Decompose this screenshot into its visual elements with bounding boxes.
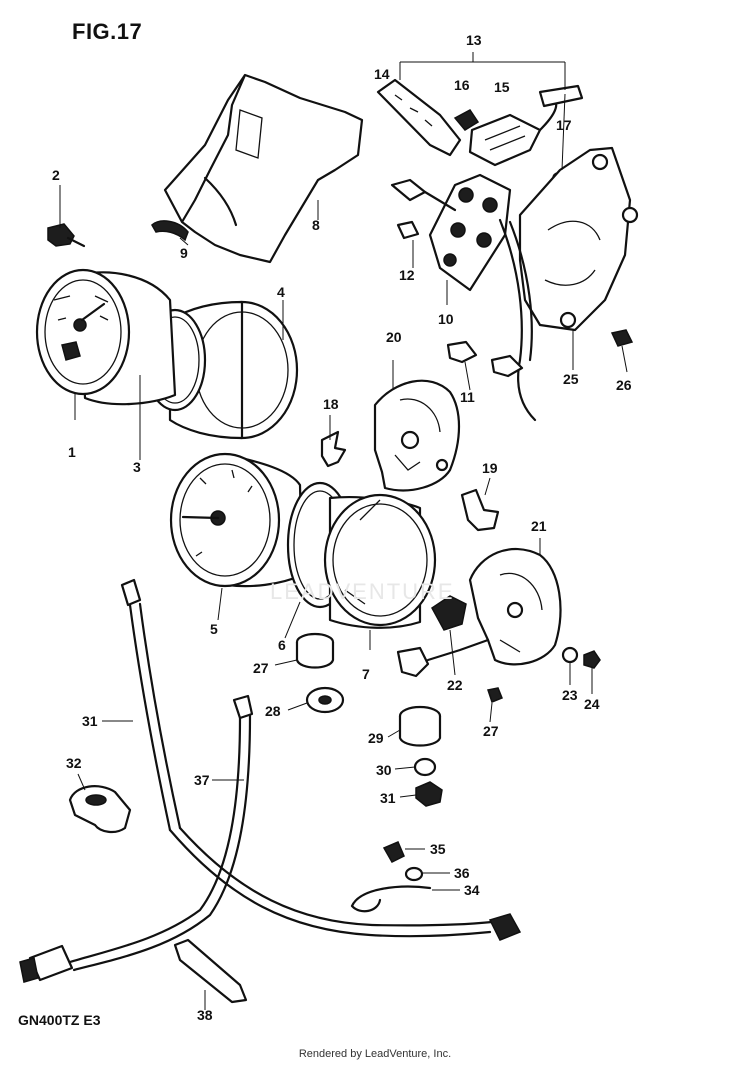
part-5-tachometer [169,452,304,588]
callout-1: 1 [68,444,76,460]
part-28-cushion [398,705,442,747]
callout-37: 37 [194,772,210,788]
callout-6: 6 [278,637,286,653]
callout-25: 25 [563,371,579,387]
callout-4: 4 [277,284,285,300]
part-12-bulb [390,178,457,240]
part-30-washer [413,757,437,777]
callout-26: 26 [616,377,632,393]
part-13-grommet [538,84,584,108]
part-15-indicator-lamp [468,93,558,167]
callout-38: 38 [197,1007,213,1023]
part-35-bolt [382,841,405,863]
part-14-bulb-holder [376,78,462,157]
callout-20: 20 [386,329,402,345]
callout-34: 34 [464,882,480,898]
callout-13: 13 [466,32,482,48]
part-19-clip [460,488,500,532]
callout-14: 14 [374,66,390,82]
callout-10: 10 [438,311,454,327]
part-27-bulb [487,687,503,703]
callout-23: 23 [562,687,578,703]
part-27-cushion [295,632,335,669]
part-25-bracket [518,146,639,332]
leader-lines [59,52,628,1010]
callout-30: 30 [376,762,392,778]
part-34-clamp [350,885,432,913]
figure-label: FIG.17 [72,19,143,44]
callout-22: 22 [447,677,463,693]
callout-2: 2 [52,167,60,183]
part-10-indicator-housing [428,173,512,292]
callout-27-upper: 27 [253,660,269,676]
callout-3: 3 [133,459,141,475]
callout-16: 16 [454,77,470,93]
part-7-outer-case [323,493,437,629]
part-23-washer [561,646,579,664]
part-38-bracket [173,938,248,1004]
callout-28: 29 [368,730,384,746]
callout-18: 18 [323,396,339,412]
callout-15: 15 [494,79,510,95]
part-9-clip [151,220,189,242]
callout-9: 9 [180,245,188,261]
part-8-meter-cover [163,73,364,264]
callout-35: 35 [430,841,446,857]
part-33-clamp [68,785,132,834]
callout-27-lower: 27 [483,723,499,739]
callout-36: 36 [454,865,470,881]
callout-29: 28 [265,703,281,719]
callout-7: 7 [362,666,370,682]
callout-32: 31 [82,713,98,729]
watermark: LEADVENTURE [270,579,455,604]
part-37-tacho-cable [19,694,254,983]
part-18-clip [320,430,347,468]
part-31-nut [415,781,443,807]
callout-5: 5 [210,621,218,637]
callout-19: 19 [482,460,498,476]
part-36-washer [404,866,424,882]
model-label: GN400TZ E3 [18,1012,101,1028]
part-20-back-plate [373,379,461,492]
part-1-speedometer [35,268,177,406]
callout-12: 12 [399,267,415,283]
part-21-back-plate [468,547,562,666]
part-16-bulb [453,109,480,131]
part-29-washer [305,686,345,714]
callout-11: 11 [460,389,475,405]
part-26-screw [610,329,634,347]
callout-24: 24 [584,696,600,712]
callout-8: 8 [312,217,320,233]
part-22-socket [396,595,490,678]
part-24-nut [583,650,601,669]
footer-credit: Rendered by LeadVenture, Inc. [298,1048,452,1060]
callout-33: 32 [66,755,82,771]
part-2-bulb-socket [47,223,86,248]
callout-17: 17 [556,117,572,133]
callout-21: 21 [531,518,547,534]
callout-31: 31 [380,790,396,806]
part-11-harness [446,218,537,422]
